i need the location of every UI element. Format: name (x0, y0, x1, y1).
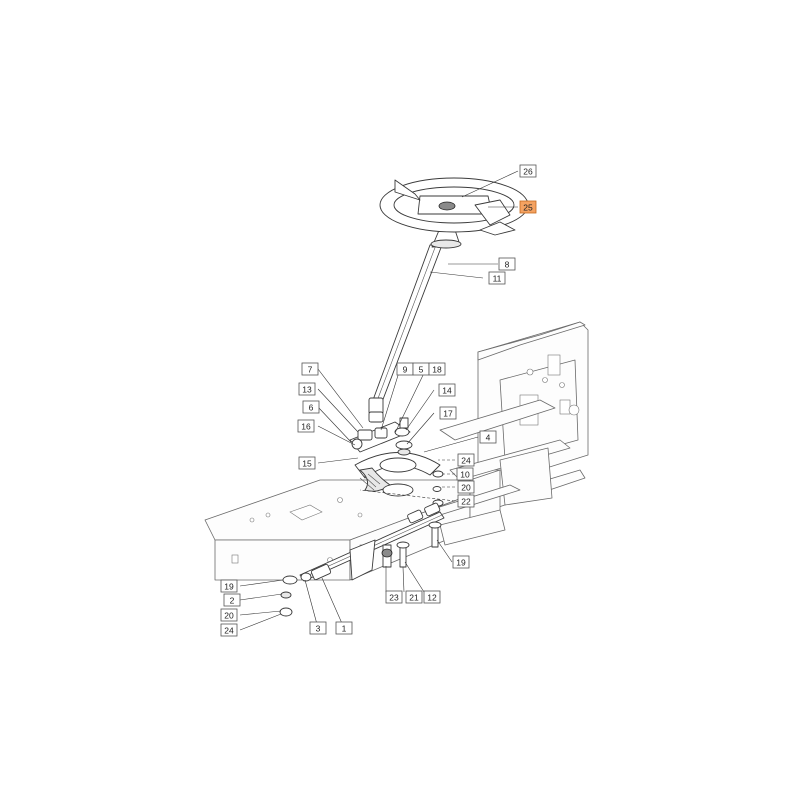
callout-box (220, 608, 238, 622)
callout-box (220, 623, 238, 637)
callout-box (335, 621, 353, 635)
steering-mechanism (349, 417, 444, 507)
callout-20a: 20 (457, 480, 475, 494)
callout-box (298, 456, 316, 470)
callout-5: 5 (412, 362, 430, 376)
callout-14: 14 (438, 383, 456, 397)
callout-20b: 20 (220, 608, 238, 622)
callout-box (301, 362, 319, 376)
callout-number: 16 (301, 422, 311, 432)
callout-24a: 24 (457, 453, 475, 467)
rear-frame (439, 321, 589, 511)
callout-box (423, 590, 441, 604)
callout-box (457, 480, 475, 494)
callout-number: 23 (389, 593, 399, 603)
callout-number: 8 (505, 260, 510, 270)
callout-11: 11 (488, 271, 506, 285)
steering-column (368, 244, 443, 423)
callout-number: 14 (442, 386, 452, 396)
callout-24b: 24 (220, 623, 238, 637)
callout-4: 4 (479, 430, 497, 444)
callout-9: 9 (396, 362, 414, 376)
callout-box (223, 593, 241, 607)
callout-15: 15 (298, 456, 316, 470)
callout-box (302, 400, 320, 414)
callout-number: 18 (432, 365, 442, 375)
callout-3: 3 (309, 621, 327, 635)
callout-number: 15 (302, 459, 312, 469)
callout-18: 18 (428, 362, 446, 376)
callout-10: 10 (456, 467, 474, 481)
callout-21: 21 (405, 590, 423, 604)
callout-number: 26 (523, 167, 533, 177)
callout-number: 19 (456, 558, 466, 568)
callout-box (298, 382, 316, 396)
callout-23: 23 (385, 590, 403, 604)
callout-box (488, 271, 506, 285)
callout-number: 5 (419, 365, 424, 375)
callout-number: 11 (493, 274, 502, 284)
callout-number: 17 (443, 409, 453, 419)
callout-number: 2 (230, 596, 235, 606)
leader-lines (239, 170, 519, 631)
callout-number: 24 (224, 626, 234, 636)
callout-box (452, 555, 470, 569)
callout-7: 7 (301, 362, 319, 376)
callout-6: 6 (302, 400, 320, 414)
callout-number: 3 (316, 624, 321, 634)
callout-number: 13 (302, 385, 312, 395)
callout-19b: 19 (452, 555, 470, 569)
callout-box (457, 494, 475, 508)
callout-box (438, 383, 456, 397)
callout-2: 2 (223, 593, 241, 607)
callout-number: 20 (461, 483, 471, 493)
callout-number: 12 (427, 593, 437, 603)
callout-number: 4 (486, 433, 491, 443)
callout-number: 25 (523, 203, 533, 213)
callout-number: 20 (224, 611, 234, 621)
callout-number: 10 (460, 470, 470, 480)
callout-box (405, 590, 423, 604)
callout-number: 21 (409, 593, 419, 603)
callout-number: 7 (308, 365, 313, 375)
callout-box (519, 200, 537, 214)
tie-rod (279, 502, 445, 617)
callout-box (220, 579, 238, 593)
callout-number: 19 (224, 582, 234, 592)
callout-box (428, 362, 446, 376)
callout-box (498, 257, 516, 271)
callout-box (309, 621, 327, 635)
callout-box (456, 467, 474, 481)
callout-box (479, 430, 497, 444)
callout-box (385, 590, 403, 604)
callout-box (457, 453, 475, 467)
callout-22: 22 (457, 494, 475, 508)
callout-12: 12 (423, 590, 441, 604)
callout-number: 9 (403, 365, 408, 375)
callout-8: 8 (498, 257, 516, 271)
callout-13: 13 (298, 382, 316, 396)
callout-25: 25 (519, 200, 537, 214)
callout-box (519, 164, 537, 178)
callout-26: 26 (519, 164, 537, 178)
steering-wheel (379, 177, 529, 249)
callout-17: 17 (439, 406, 457, 420)
callout-number: 1 (342, 624, 347, 634)
callout-1: 1 (335, 621, 353, 635)
callout-number: 22 (461, 497, 471, 507)
callout-16: 16 (297, 419, 315, 433)
callout-box (439, 406, 457, 420)
callout-box (297, 419, 315, 433)
callout-19a: 19 (220, 579, 238, 593)
callout-number: 6 (309, 403, 314, 413)
callout-number: 24 (461, 456, 471, 466)
